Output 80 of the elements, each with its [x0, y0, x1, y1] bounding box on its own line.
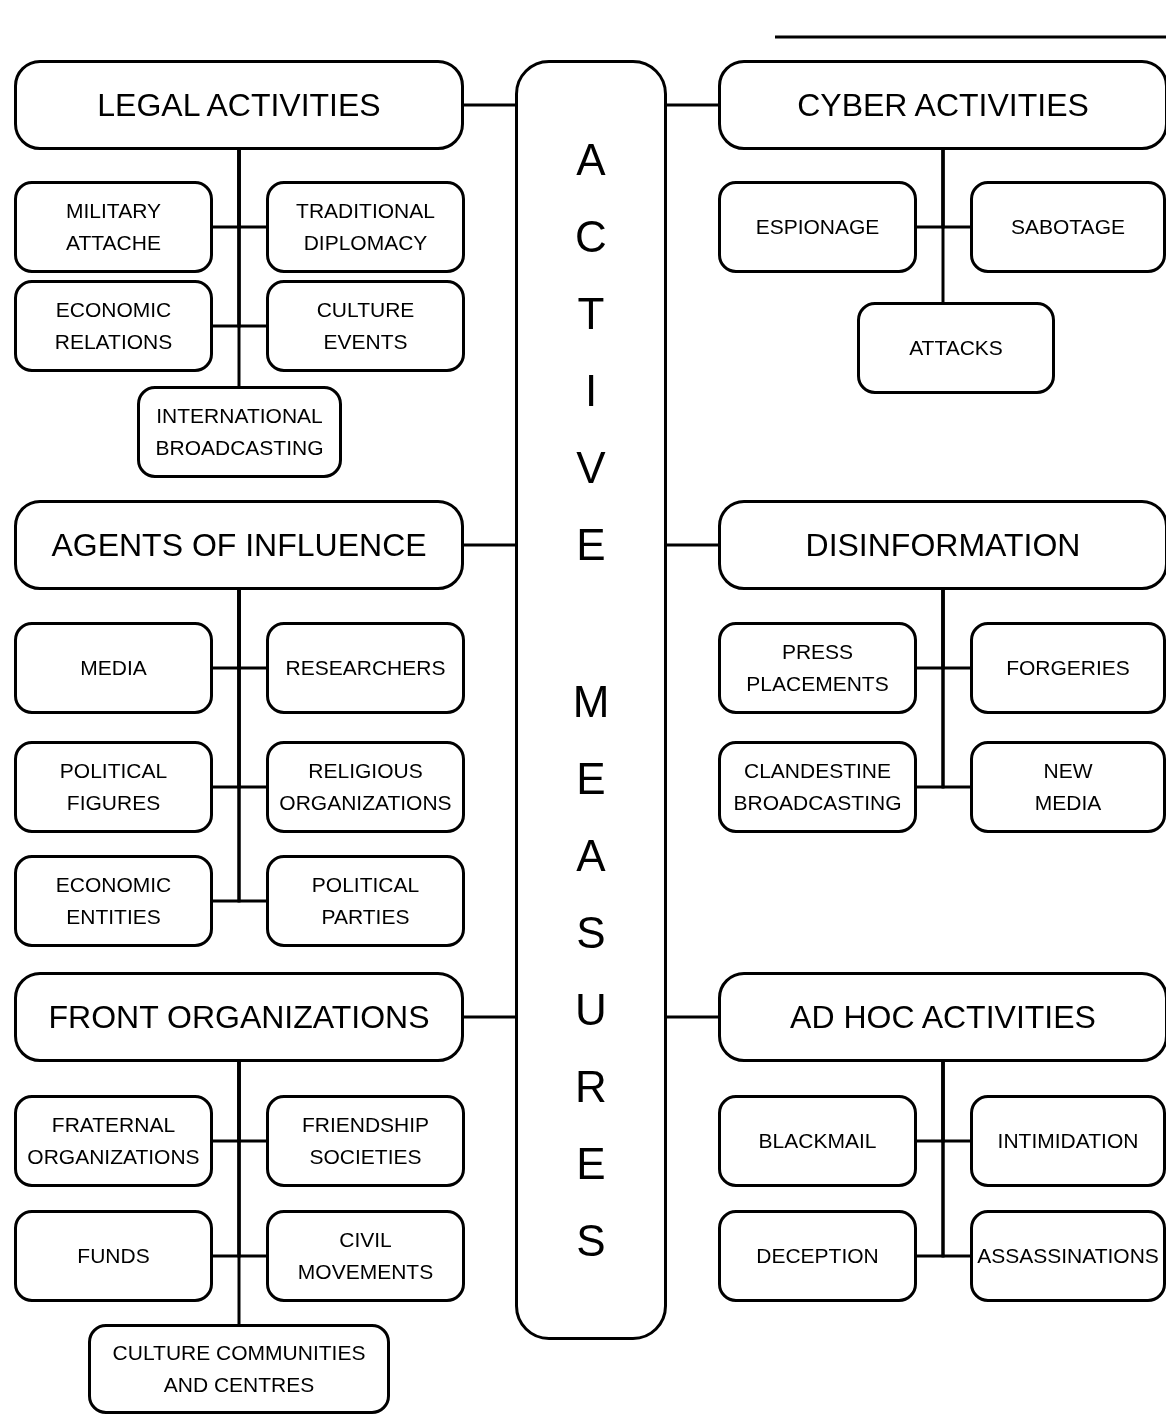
item-box [266, 622, 465, 714]
node-label: ASSASSINATIONS [977, 1243, 1159, 1269]
node-label: FRATERNAL ORGANIZATIONS [26, 1112, 201, 1170]
connector-line [941, 150, 945, 302]
item-box [137, 386, 342, 478]
connector-line [464, 543, 515, 547]
node-label: CULTURE COMMUNITIES AND CENTRES [111, 1340, 367, 1398]
item-box [266, 1095, 465, 1187]
node-label: CLANDESTINE BROADCASTING [732, 758, 903, 816]
node-label: MEDIA [80, 655, 147, 681]
node-label: FORGERIES [1006, 655, 1130, 681]
node-label: ESPIONAGE [755, 214, 880, 240]
item-box [14, 280, 213, 372]
node-label: RESEARCHERS [285, 655, 446, 681]
item-box [970, 622, 1166, 714]
node-label: INTIMIDATION [997, 1128, 1139, 1154]
node-label: CULTURE EVENTS [315, 297, 416, 355]
node-label: CYBER ACTIVITIES [796, 86, 1090, 125]
node-label: RELIGIOUS ORGANIZATIONS [278, 758, 453, 816]
item-box [718, 181, 917, 273]
node-label: PRESS PLACEMENTS [745, 639, 890, 697]
item-box [970, 181, 1166, 273]
node-label: BLACKMAIL [758, 1128, 877, 1154]
category-box [718, 60, 1166, 150]
node-label: FUNDS [77, 1243, 150, 1269]
item-box [14, 1095, 213, 1187]
node-label: MILITARY ATTACHE [65, 198, 162, 256]
connector-line [464, 1015, 515, 1019]
node-label: DECEPTION [756, 1243, 879, 1269]
connector-line [464, 103, 515, 107]
item-box [266, 855, 465, 947]
node-label: ECONOMIC ENTITIES [54, 872, 173, 930]
item-box [718, 741, 917, 833]
item-box [14, 855, 213, 947]
node-label: TRADITIONAL DIPLOMACY [295, 198, 436, 256]
node-label: ACTIVE MEASURES [572, 134, 610, 1267]
item-box [857, 302, 1055, 394]
category-box [718, 972, 1166, 1062]
connector-line [237, 1062, 241, 1324]
node-label: FRONT ORGANIZATIONS [47, 998, 431, 1037]
node-label: SABOTAGE [1011, 214, 1125, 240]
item-box [266, 1210, 465, 1302]
connector-line [667, 1015, 718, 1019]
node-label: ECONOMIC RELATIONS [53, 297, 174, 355]
category-box [718, 500, 1166, 590]
item-box [718, 622, 917, 714]
node-label: POLITICAL PARTIES [310, 872, 421, 930]
category-box [14, 60, 464, 150]
item-box [88, 1324, 390, 1414]
connector-line [941, 1062, 970, 1258]
node-label: POLITICAL FIGURES [58, 758, 169, 816]
item-box [970, 1210, 1166, 1302]
item-box [718, 1095, 917, 1187]
node-label: CIVIL MOVEMENTS [296, 1227, 435, 1285]
connector-line [941, 590, 970, 789]
item-box [14, 181, 213, 273]
node-label: INTERNATIONAL BROADCASTING [154, 403, 325, 461]
node-label: AGENTS OF INFLUENCE [50, 526, 428, 565]
item-box [970, 741, 1166, 833]
node-label: LEGAL ACTIVITIES [96, 86, 382, 125]
item-box [14, 622, 213, 714]
item-box [266, 181, 465, 273]
item-box [718, 1210, 917, 1302]
connector-line [237, 150, 241, 386]
item-box [266, 741, 465, 833]
node-label: ATTACKS [909, 335, 1003, 361]
item-box [14, 741, 213, 833]
category-box [14, 972, 464, 1062]
connector-line [237, 590, 266, 903]
central-box [515, 60, 667, 1340]
category-box [14, 500, 464, 590]
item-box [14, 1210, 213, 1302]
node-label: AD HOC ACTIVITIES [789, 998, 1097, 1037]
connector-line [667, 103, 718, 107]
item-box [970, 1095, 1166, 1187]
node-label: NEW MEDIA [1033, 758, 1103, 816]
node-label: DISINFORMATION [804, 526, 1082, 565]
node-label: FRIENDSHIP SOCIETIES [300, 1112, 431, 1170]
item-box [266, 280, 465, 372]
connector-line [667, 543, 718, 547]
